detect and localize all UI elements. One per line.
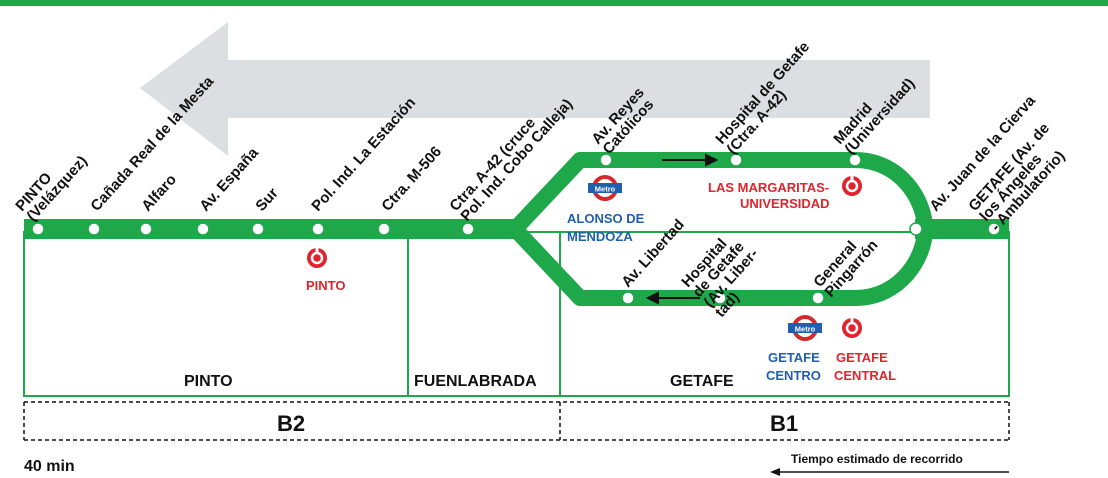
stop-label-alfaro: Alfaro bbox=[138, 171, 180, 215]
metro-icon: Metro bbox=[588, 175, 622, 201]
stop-dot bbox=[811, 291, 825, 305]
stop-dot bbox=[31, 222, 45, 236]
metro-icon: Metro bbox=[788, 315, 822, 341]
top-band bbox=[0, 0, 1108, 6]
travel-time: 40 min bbox=[24, 458, 75, 475]
stop-dot bbox=[599, 153, 613, 167]
renfe-icon bbox=[307, 247, 327, 268]
transfer-alonso: ALONSO DE MENDOZA bbox=[567, 211, 648, 244]
zone-b2: B2 bbox=[277, 411, 305, 436]
time-caption: Tiempo estimado de recorrido bbox=[791, 452, 963, 466]
transfer-margaritas: LAS MARGARITAS- UNIVERSIDAD bbox=[708, 180, 833, 211]
stop-dot bbox=[196, 222, 210, 236]
transfer-pinto: PINTO bbox=[306, 278, 346, 293]
stop-dot bbox=[87, 222, 101, 236]
stop-label-m506: Ctra. M-506 bbox=[378, 143, 445, 214]
municipality-fuenlabrada: FUENLABRADA bbox=[414, 373, 537, 390]
stop-label-pinto: PINTO(Velázquez) bbox=[12, 143, 90, 225]
transfer-getafe-centro: GETAFE CENTRO bbox=[766, 350, 823, 383]
stop-dot bbox=[713, 291, 727, 305]
direction-arrow bbox=[140, 22, 930, 156]
stop-dot bbox=[729, 153, 743, 167]
stop-label-hospital-libertad: Hospitalde Getafe(Av. Liber-tad) bbox=[678, 225, 773, 320]
transfer-getafe-central: GETAFE CENTRAL bbox=[834, 350, 896, 383]
stop-dots bbox=[31, 153, 1001, 305]
renfe-icon bbox=[842, 317, 862, 338]
stop-label-getafe-angeles: GETAFE (Av. delos Ángeles- Ambulatorio) bbox=[965, 120, 1075, 235]
loop-arrows bbox=[645, 153, 719, 305]
svg-text:Metro: Metro bbox=[795, 325, 816, 334]
time-arrow bbox=[770, 468, 1009, 476]
stop-dot bbox=[139, 222, 153, 236]
zone-bracket bbox=[23, 401, 1010, 441]
renfe-icon bbox=[842, 175, 862, 196]
svg-text:Metro: Metro bbox=[595, 185, 616, 194]
municipality-getafe: GETAFE bbox=[670, 373, 734, 390]
stop-dot bbox=[909, 222, 923, 236]
stop-label-sur: Sur bbox=[252, 185, 281, 215]
stop-dot bbox=[987, 222, 1001, 236]
stop-dot bbox=[311, 222, 325, 236]
municipality-pinto: PINTO bbox=[184, 373, 233, 390]
stop-dot bbox=[461, 222, 475, 236]
zone-b1: B1 bbox=[770, 411, 798, 436]
stop-dot bbox=[621, 291, 635, 305]
stop-dot bbox=[848, 153, 862, 167]
stop-dot bbox=[251, 222, 265, 236]
stop-dot bbox=[377, 222, 391, 236]
